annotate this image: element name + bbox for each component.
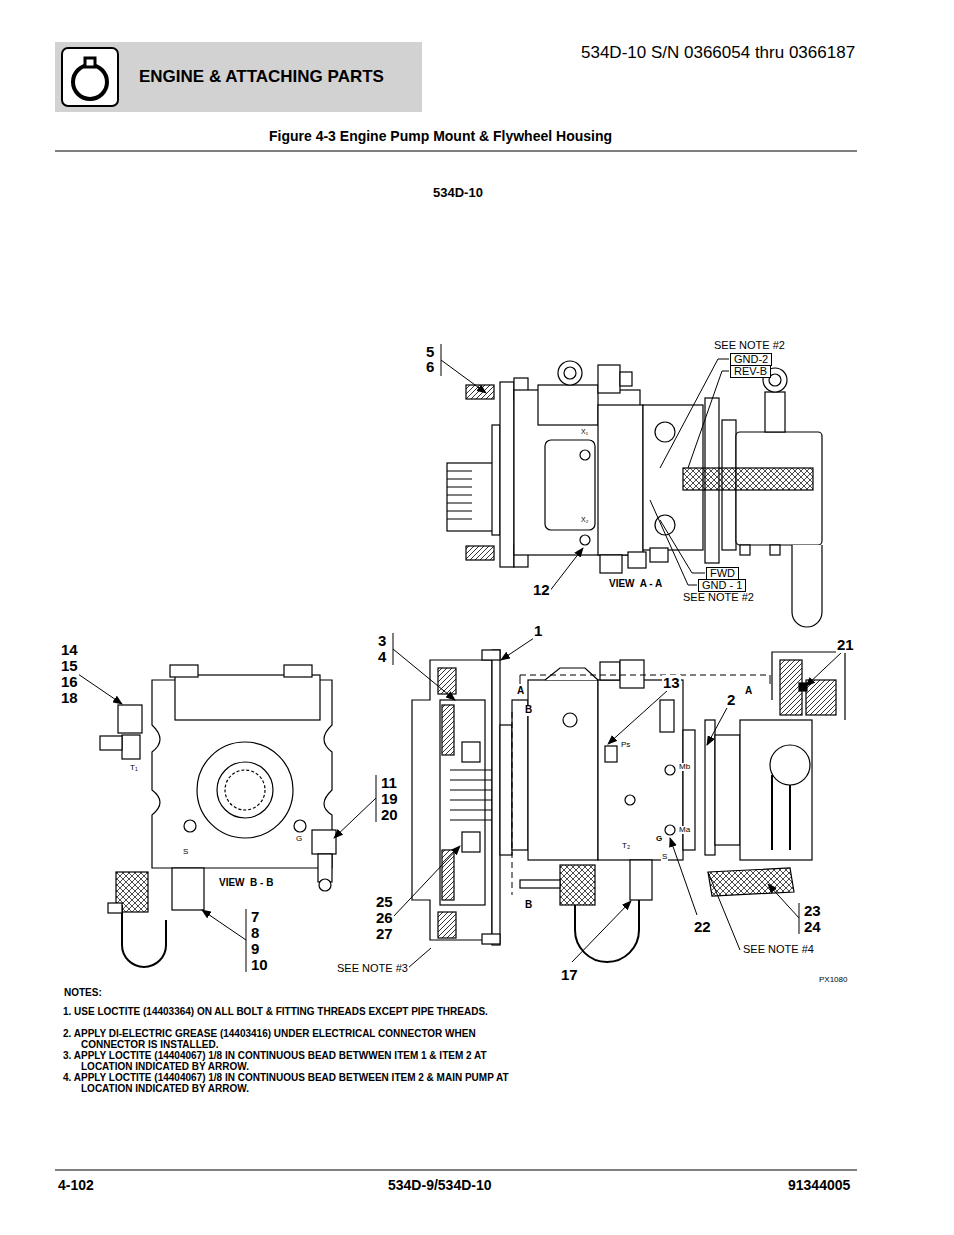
note-text: 3. APPLY LOCTITE (14404067) 1/8 IN CONTI… xyxy=(63,1050,532,1072)
callout-number: 24 xyxy=(803,919,822,935)
callout-number: 6 xyxy=(425,359,435,375)
model-serial-range: 534D-10 S/N 0366054 thru 0366187 xyxy=(580,44,856,62)
callout-number: 14 xyxy=(60,642,79,658)
node-text: GND-2 xyxy=(734,354,768,365)
section-letter: B xyxy=(524,705,533,716)
callout-number: 11 xyxy=(380,775,398,791)
port-label: S xyxy=(661,853,668,861)
page-number: 4-102 xyxy=(57,1178,95,1193)
figure-title: Figure 4-3 Engine Pump Mount & Flywheel … xyxy=(268,129,613,144)
callout-number: 17 xyxy=(560,967,579,983)
port-label: G xyxy=(655,835,663,843)
section-letter: A xyxy=(516,686,525,697)
callout-number: 15 xyxy=(60,658,79,674)
callout-number: 12 xyxy=(532,582,551,598)
view-label: VIEW A - A xyxy=(608,579,663,590)
model-label: 534D-10 xyxy=(432,186,484,200)
port-label: T₂ xyxy=(621,842,631,850)
port-label: Ps xyxy=(620,741,631,749)
port-label: G xyxy=(295,835,303,843)
note-ref: SEE NOTE #2 xyxy=(713,340,786,352)
port-label: Ma xyxy=(678,826,691,834)
callout-number: 7 xyxy=(250,909,260,925)
node-text: GND - 1 xyxy=(702,580,742,591)
port-label: Mb xyxy=(678,763,691,771)
section-letter: A xyxy=(744,686,753,697)
callout-number: 19 xyxy=(380,791,399,807)
callout-number: 26 xyxy=(375,910,394,926)
callout-number: 18 xyxy=(60,690,79,706)
callout-number: 5 xyxy=(425,344,435,360)
note-ref: SEE NOTE #2 xyxy=(682,592,755,604)
note-text: 2. APPLY DI-ELECTRIC GREASE (14403416) U… xyxy=(63,1028,532,1050)
callout-number: 25 xyxy=(375,894,394,910)
document-number: 91344005 xyxy=(787,1178,851,1193)
port-label: T₁ xyxy=(129,764,139,772)
callout-number: 2 xyxy=(726,692,736,708)
callout-number: 27 xyxy=(375,926,394,942)
callout-number: 22 xyxy=(693,919,712,935)
header-band: ENGINE & ATTACHING PARTS xyxy=(125,42,422,112)
note-text: 1. USE LOCTITE (14403364) ON ALL BOLT & … xyxy=(63,1006,532,1017)
callout-number: 23 xyxy=(803,903,822,919)
port-label: X₁ xyxy=(580,428,589,435)
wire-tag-box: GND - 1 xyxy=(698,579,746,592)
node-text: FWD xyxy=(710,568,735,579)
node-text: REV-B xyxy=(734,366,767,377)
section-letter: B xyxy=(524,900,533,911)
callout-number: 1 xyxy=(533,623,543,639)
wire-tag-box: REV-B xyxy=(730,365,771,378)
callout-number: 4 xyxy=(377,649,387,665)
callout-number: 9 xyxy=(250,941,260,957)
view-label: VIEW B - B xyxy=(218,878,274,889)
port-label: X₂ xyxy=(580,516,589,523)
callout-number: 16 xyxy=(60,674,79,690)
callout-number: 20 xyxy=(380,807,399,823)
callout-number: 3 xyxy=(377,633,387,649)
port-label: S xyxy=(182,848,189,856)
callout-number: 21 xyxy=(836,637,855,653)
footer-model: 534D-9/534D-10 xyxy=(387,1178,493,1193)
notes-heading: NOTES: xyxy=(63,988,103,999)
callout-number: 10 xyxy=(250,957,269,973)
drawing-number: PX1080 xyxy=(818,976,848,984)
callout-number: 8 xyxy=(250,925,260,941)
note-text: 4. APPLY LOCTITE (14404067) 1/8 IN CONTI… xyxy=(63,1072,532,1094)
note-ref: SEE NOTE #4 xyxy=(742,944,815,956)
node-text: ENGINE & ATTACHING PARTS xyxy=(139,67,384,87)
note-ref: SEE NOTE #3 xyxy=(336,963,409,975)
callout-number: 13 xyxy=(662,675,681,691)
